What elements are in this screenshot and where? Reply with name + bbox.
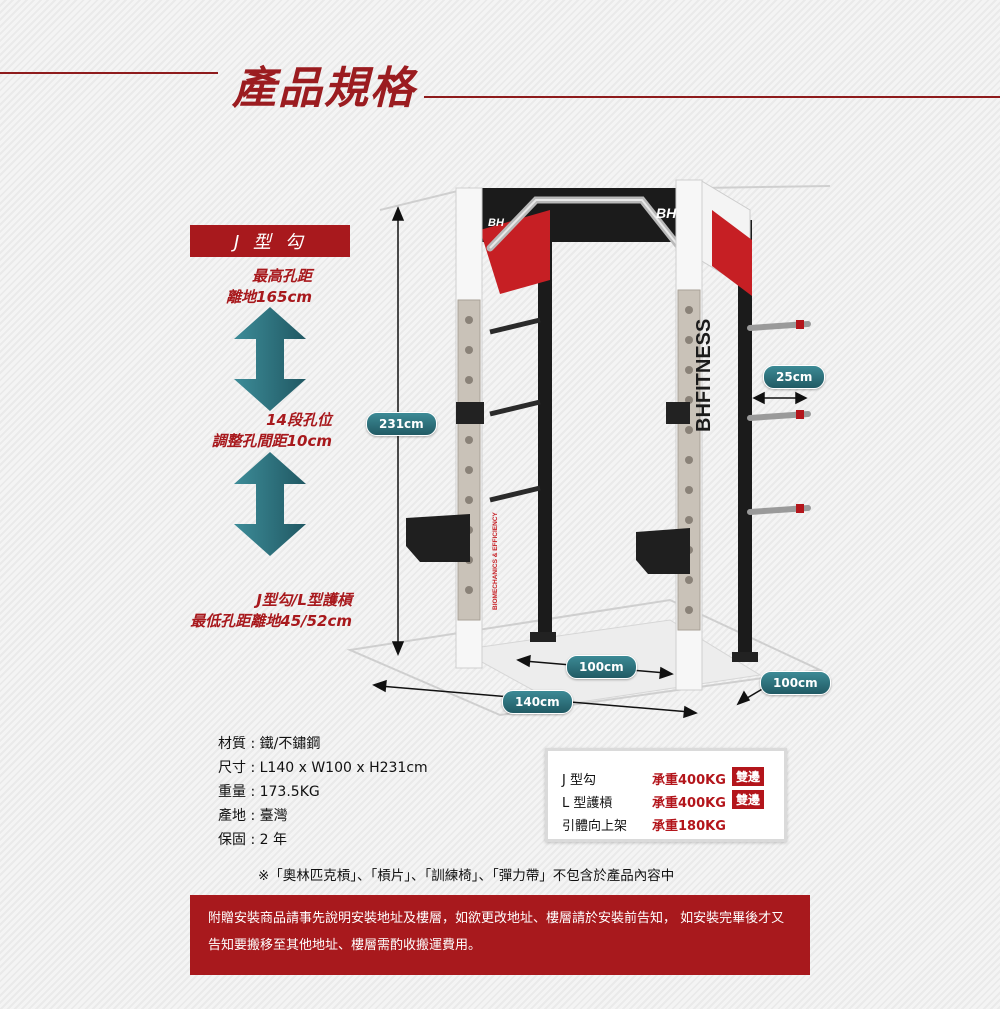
rack-diagram: BH BH BHFITNESS BIOMECHANICS & EFFICIENC…	[346, 179, 831, 719]
min-hole-line-2: 最低孔距離地45/52cm	[190, 612, 352, 630]
load-value-l-bar: 承重400KG	[652, 796, 726, 811]
j-hook-title: J 型 勾	[190, 225, 350, 257]
double-arrow-lower-icon	[234, 452, 306, 556]
spec-origin: 產地 : 臺灣	[218, 808, 288, 824]
height-dimension-pill: 231cm	[366, 412, 437, 436]
load-item-pull-up: 引體向上架	[562, 819, 628, 834]
floor-outline	[346, 598, 824, 717]
max-hole-line-1: 最高孔距	[251, 267, 312, 285]
length-dimension-pill: 140cm	[502, 690, 573, 714]
spec-size: 尺寸 : L140 x W100 x H231cm	[218, 760, 428, 776]
holes-note: 14段孔位 調整孔間距10cm	[180, 410, 332, 452]
installation-notice: 附贈安裝商品請事先說明安裝地址及樓層，如欲更改地址、樓層請於安裝前告知， 如安裝…	[190, 895, 810, 975]
load-value-j-hook: 承重400KG	[652, 773, 726, 788]
brand-front-right-label: BH	[656, 205, 677, 221]
depth-dimension-pill: 100cm	[760, 671, 831, 695]
spec-warranty: 保固 : 2 年	[218, 832, 287, 848]
double-arrow-upper-icon	[234, 307, 306, 411]
min-hole-line-1: J型勾/L型護槓	[256, 591, 352, 609]
max-hole-line-2: 離地165cm	[226, 288, 312, 306]
holes-line-2: 調整孔間距10cm	[211, 432, 332, 450]
exclusion-note: ※「奧林匹克槓」、「槓片」、「訓練椅」、「彈力帶」不包含於產品內容中	[258, 868, 675, 884]
load-item-j-hook: J 型勾	[562, 773, 596, 788]
load-item-l-bar: L 型護槓	[562, 796, 613, 811]
holes-line-1: 14段孔位	[266, 411, 332, 429]
load-capacity-box: J 型勾 承重400KG 雙邊 L 型護槓 承重400KG 雙邊 引體向上架 承…	[545, 748, 787, 842]
header-line-right	[424, 96, 1000, 98]
load-badge-j-hook: 雙邊	[732, 767, 765, 786]
brand-front-left-label: BH	[488, 217, 505, 229]
load-value-pull-up: 承重180KG	[652, 819, 726, 834]
brand-side-label: BHFITNESS	[693, 319, 715, 432]
peg-dimension-pill: 25cm	[763, 365, 826, 389]
spec-material: 材質 : 鐵/不鏽鋼	[218, 736, 321, 752]
max-hole-note: 最高孔距 離地165cm	[180, 266, 312, 308]
min-hole-note: J型勾/L型護槓 最低孔距離地45/52cm	[180, 590, 352, 632]
header-line-left	[0, 72, 218, 74]
brand-post-label: BIOMECHANICS & EFFICIENCY	[492, 511, 499, 610]
inner-width-dimension-pill: 100cm	[566, 655, 637, 679]
load-badge-l-bar: 雙邊	[732, 790, 765, 809]
spec-weight: 重量 : 173.5KG	[218, 784, 320, 800]
page-title: 產品規格	[232, 63, 416, 114]
